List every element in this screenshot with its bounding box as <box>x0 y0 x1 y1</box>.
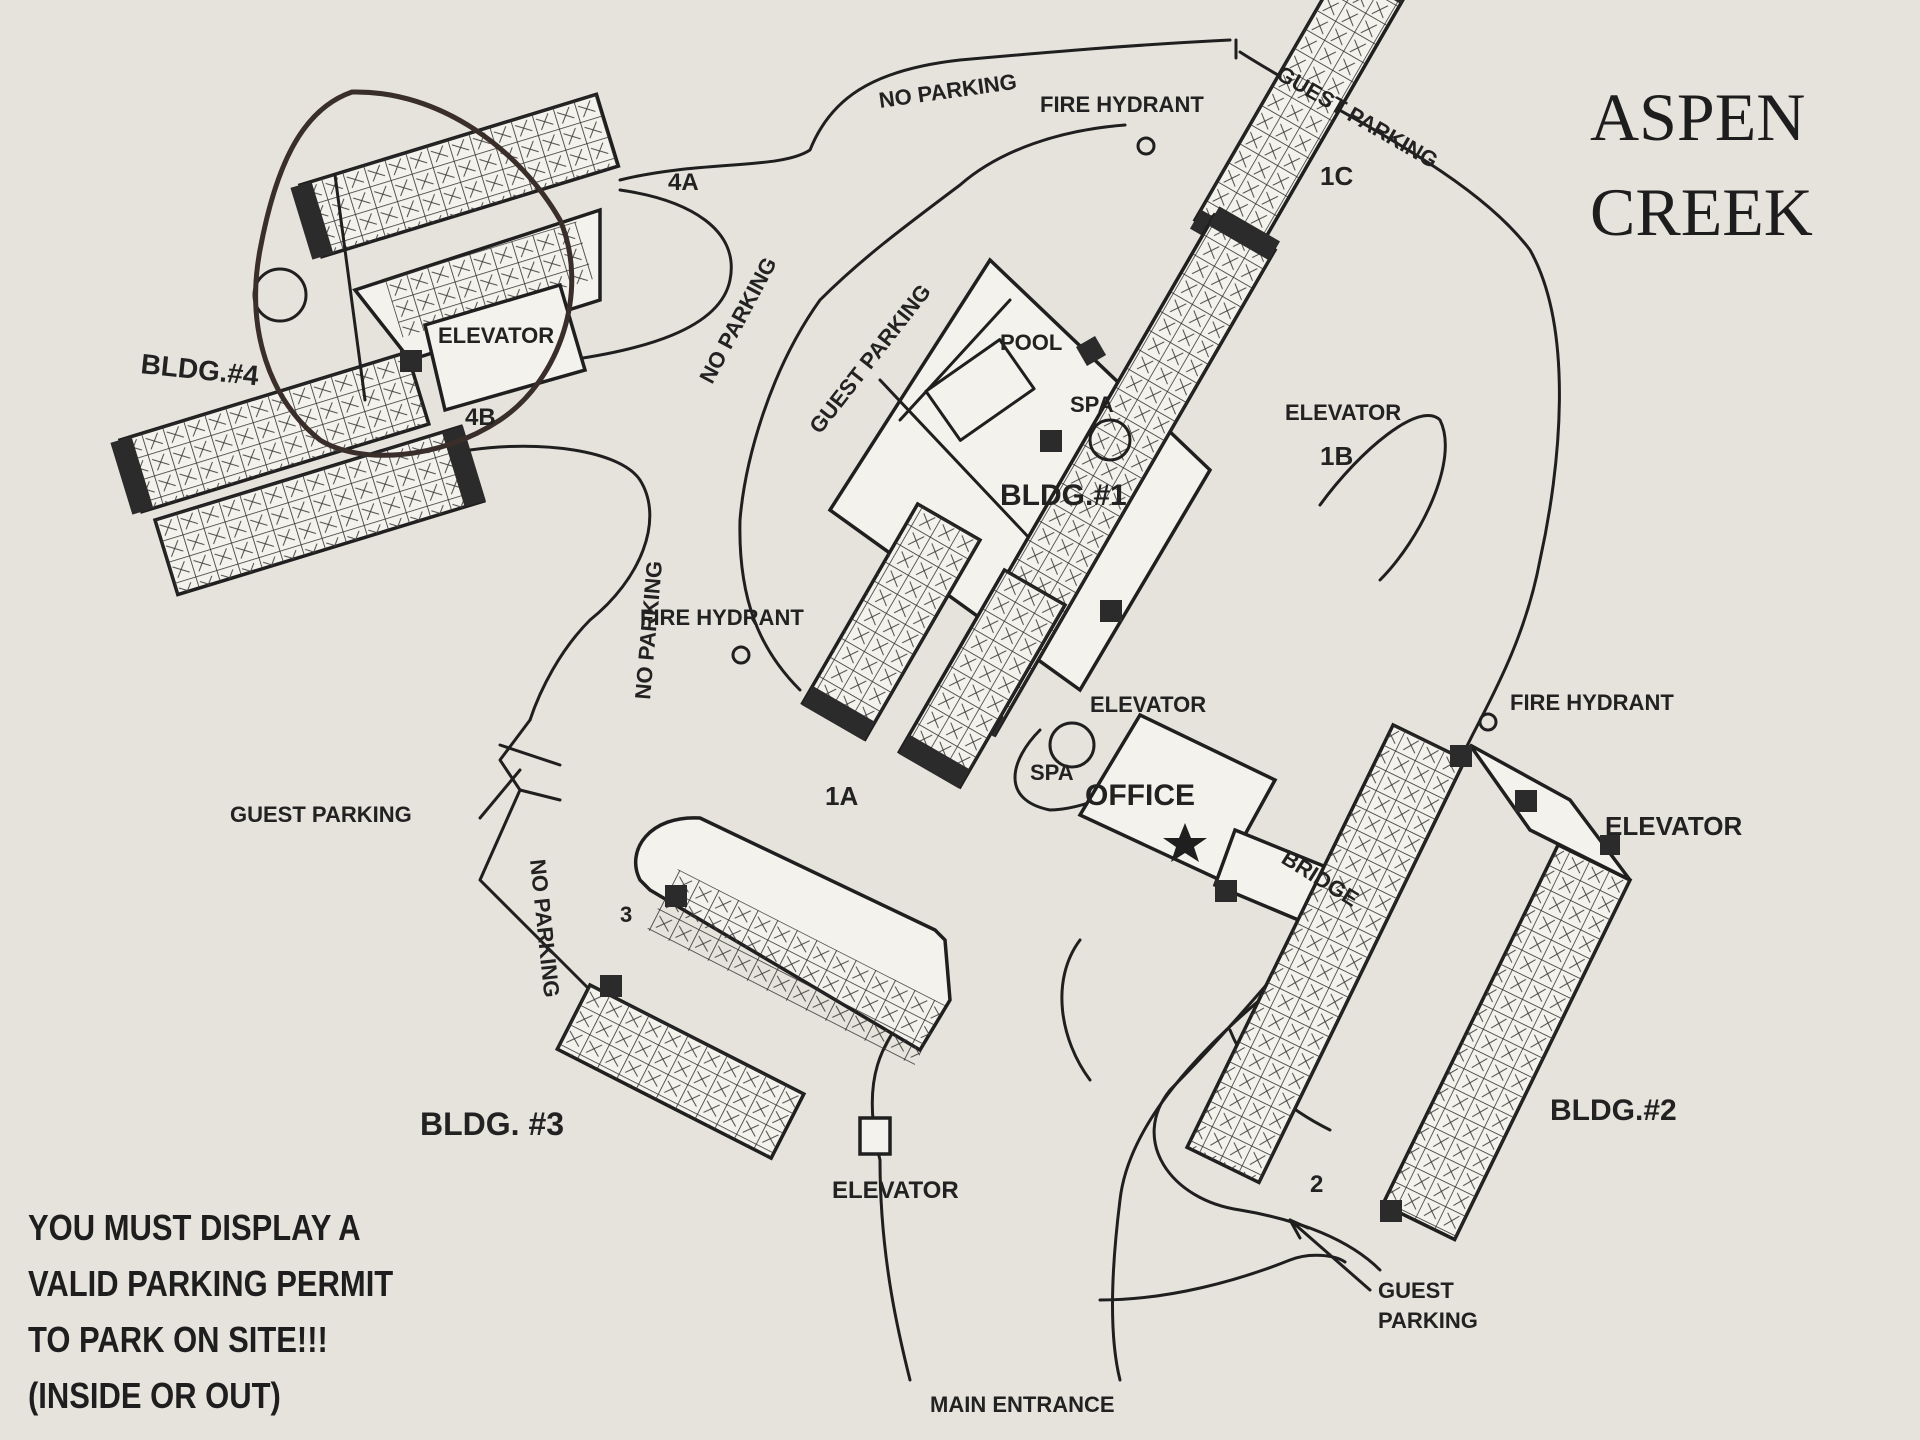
hand-drawn-circle <box>253 89 575 458</box>
building-1-complex <box>800 0 1412 790</box>
zone-1a: 1A <box>825 781 858 811</box>
elevator-bldg-4: ELEVATOR <box>438 323 554 348</box>
zone-3: 3 <box>620 902 632 927</box>
fire-hydrant-right: FIRE HYDRANT <box>1510 690 1674 715</box>
circle-icon <box>1136 136 1156 156</box>
guest-label-bottom: GUEST <box>1378 1278 1454 1303</box>
no-parking-left: NO PARKING <box>630 560 667 701</box>
circle-icon <box>731 645 751 665</box>
office-label: OFFICE <box>1085 779 1195 812</box>
main-entrance-label: MAIN ENTRANCE <box>930 1392 1115 1417</box>
no-parking-mid: NO PARKING <box>694 253 781 387</box>
circle-icon <box>1478 712 1498 732</box>
on-parking-left: NO PARKING <box>525 858 564 999</box>
zone-4b: 4B <box>465 404 496 431</box>
building-2 <box>1184 414 1633 1242</box>
notice-line-4: (INSIDE OR OUT) <box>28 1375 281 1416</box>
zone-1b: 1B <box>1320 441 1353 471</box>
elevator-bldg-1: ELEVATOR <box>1285 400 1401 425</box>
notice-line-1: YOU MUST DISPLAY A <box>28 1207 361 1248</box>
bldg-2-label: BLDG.#2 <box>1550 1094 1677 1127</box>
title-line-2: CREEK <box>1590 174 1813 250</box>
guest-parking-left: GUEST PARKING <box>230 802 412 827</box>
pool-label: POOL <box>1000 330 1062 355</box>
building-3 <box>554 816 952 1161</box>
zone-1c: 1C <box>1320 161 1353 191</box>
spa-label-lower: SPA <box>1030 760 1074 785</box>
bldg-1-label: BLDG.#1 <box>1000 479 1127 512</box>
parking-label-bottom: PARKING <box>1378 1308 1478 1333</box>
title-line-1: ASPEN <box>1590 79 1805 155</box>
no-parking-top: NO PARKING <box>877 69 1018 113</box>
elevator-bldg-2: ELEVATOR <box>1605 811 1742 841</box>
bldg-3-label: BLDG. #3 <box>420 1106 564 1142</box>
elevator-bldg-3: ELEVATOR <box>832 1177 959 1204</box>
fire-hydrants <box>731 136 1498 732</box>
notice-line-3: TO PARK ON SITE!!! <box>28 1319 328 1360</box>
fire-hydrant-left: FIRE HYDRANT <box>640 605 804 630</box>
parking-permit-notice: YOU MUST DISPLAY A VALID PARKING PERMIT … <box>28 1200 510 1424</box>
bldg-4-label: BLDG.#4 <box>139 348 260 391</box>
star-icon <box>1163 823 1207 862</box>
fire-hydrant-top: FIRE HYDRANT <box>1040 92 1204 117</box>
zone-2: 2 <box>1310 1171 1323 1198</box>
zone-4a: 4A <box>668 169 699 196</box>
spa-label-upper: SPA <box>1070 392 1114 417</box>
elevator-center: ELEVATOR <box>1090 692 1206 717</box>
notice-line-2: VALID PARKING PERMIT <box>28 1263 394 1304</box>
